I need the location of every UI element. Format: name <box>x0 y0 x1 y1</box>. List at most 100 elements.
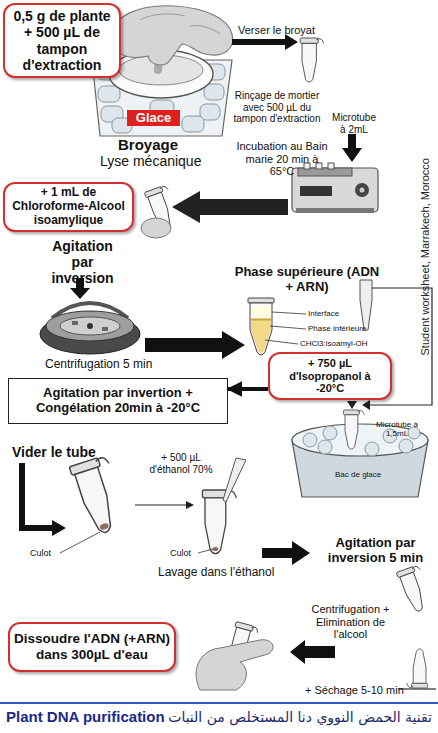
drying-tube <box>398 649 436 689</box>
node-text: + 750 µL d'Isopropanol à -20°C <box>274 357 386 395</box>
thin-arrow <box>186 501 194 509</box>
ice-tag: Glace <box>127 110 180 126</box>
left-block-arrow <box>290 640 335 664</box>
step-label: Vider le tube <box>12 444 96 460</box>
hand-tube <box>196 622 273 690</box>
subtitle: تقنية الحمض النووي دنا المستخلص من النبا… <box>176 709 432 725</box>
phase-tube <box>272 312 306 314</box>
reagent-box: + 750 µL d'Isopropanol à -20°C <box>268 352 392 400</box>
drying-tube <box>407 649 428 688</box>
ethanol-tube <box>223 458 246 502</box>
down-arrow <box>342 134 362 162</box>
pipette <box>360 280 372 330</box>
l-arrow <box>22 463 66 536</box>
right-block-arrow <box>262 541 310 565</box>
ice-bucket <box>303 433 317 447</box>
step-label: Agitation par inversion <box>40 238 125 286</box>
microtube <box>396 565 433 614</box>
part-name: Culot <box>170 548 191 558</box>
step-label: Incubation au Bain marie 20 min à 65°C <box>232 140 332 178</box>
step-label: Lavage dans l'éthanol <box>158 566 274 580</box>
part-name: Microtube à 2mL <box>328 112 380 135</box>
right-block-arrow <box>145 331 245 359</box>
watermark: Student worksheet, Marrakech, Morocco <box>419 158 432 355</box>
phase-label: Phase supérieure (ADN + ARN) <box>232 265 382 295</box>
phase-tube <box>251 306 271 319</box>
mortar-illustration <box>200 104 220 120</box>
thin-arrow <box>135 504 188 505</box>
part-name: Microtube à 1,5mL <box>368 420 426 438</box>
phase-tube <box>251 320 271 353</box>
node-text: Glace <box>136 111 171 126</box>
centrifuge <box>102 327 108 331</box>
centrifuge <box>40 303 140 354</box>
ice-bucket <box>399 439 413 453</box>
water-bath <box>360 188 365 193</box>
water-bath <box>296 208 374 213</box>
node-text: Agitation par invertion + Congélation 20… <box>12 386 224 416</box>
node-text: + 1 mL de Chloroforme-Alcool isoamylique <box>9 186 128 227</box>
part-name: Culot <box>30 548 51 558</box>
l-arrow <box>52 520 66 536</box>
centrifuge <box>87 323 93 329</box>
left-block-arrow <box>172 191 288 223</box>
caption: Plant DNA purification <box>6 708 165 725</box>
reagent-box: + 1 mL de Chloroforme-Alcool isoamylique <box>3 182 134 232</box>
step-label: Agitation par inversion 5 min <box>318 536 433 566</box>
l-arrow <box>22 463 54 528</box>
mortar-illustration <box>204 84 224 100</box>
reagent-box: Dissoudre l'ADN (+ARN) dans 300µL d'eau <box>8 622 176 672</box>
pellet-tube <box>99 522 109 530</box>
hand-tube <box>196 640 273 690</box>
flow-arrow <box>228 387 268 391</box>
mortar-illustration <box>140 14 220 34</box>
water-bath <box>292 163 378 213</box>
leader-line <box>198 549 213 553</box>
step-label: Broyage <box>118 136 178 153</box>
phase-tube <box>265 340 298 344</box>
phase-tube <box>251 319 271 321</box>
step-label: + Séchage 5-10 min <box>305 684 404 697</box>
thin-arrow <box>135 501 194 509</box>
phase-tube <box>270 326 306 329</box>
ice-bucket <box>343 410 364 449</box>
mortar-illustration <box>112 6 233 65</box>
reagent-label: + 500 µL d'éthanol 70% <box>140 452 222 475</box>
down-arrow <box>342 134 362 162</box>
ice-bucket <box>318 440 332 454</box>
mortar-illustration <box>98 86 120 102</box>
pipette <box>362 400 370 410</box>
hand-tube <box>141 218 171 238</box>
node-text: 0,5 g de plante + 500 µL de tampon d'ext… <box>9 8 115 72</box>
mortar-illustration <box>182 116 204 132</box>
part-name: Interface <box>308 309 339 318</box>
ice-bucket <box>323 426 337 440</box>
ice-bucket <box>365 442 379 456</box>
step-label: Centrifugation + Elimination de l'alcool <box>298 603 403 641</box>
node-text: Dissoudre l'ADN (+ARN) dans 300µL d'eau <box>14 631 170 662</box>
part-name: CHCl3:isoamyl-OH <box>300 339 368 348</box>
leader-line <box>60 532 100 553</box>
centrifuge <box>46 311 134 341</box>
reagent-box: 0,5 g de plante + 500 µL de tampon d'ext… <box>3 3 121 78</box>
step-box: Agitation par invertion + Congélation 20… <box>8 378 228 424</box>
phase-tube <box>250 303 272 355</box>
pipette <box>347 401 357 409</box>
centrifuge <box>60 317 120 335</box>
microtube <box>300 38 323 82</box>
right-block-arrow <box>262 541 310 565</box>
water-bath <box>328 163 334 169</box>
pour-arrow <box>232 34 298 50</box>
water-bath <box>300 186 332 196</box>
step-label: Lyse mécanique <box>100 153 201 169</box>
step-label: Centrifugation 5 min <box>45 358 152 372</box>
pour-arrow <box>232 34 298 50</box>
part-name: Bac de glace <box>335 470 381 479</box>
left-block-arrow <box>290 640 335 664</box>
left-block-arrow <box>172 191 288 223</box>
water-bath <box>292 168 378 212</box>
note: Rinçage de mortier avec 500 µL du tampon… <box>228 90 326 125</box>
